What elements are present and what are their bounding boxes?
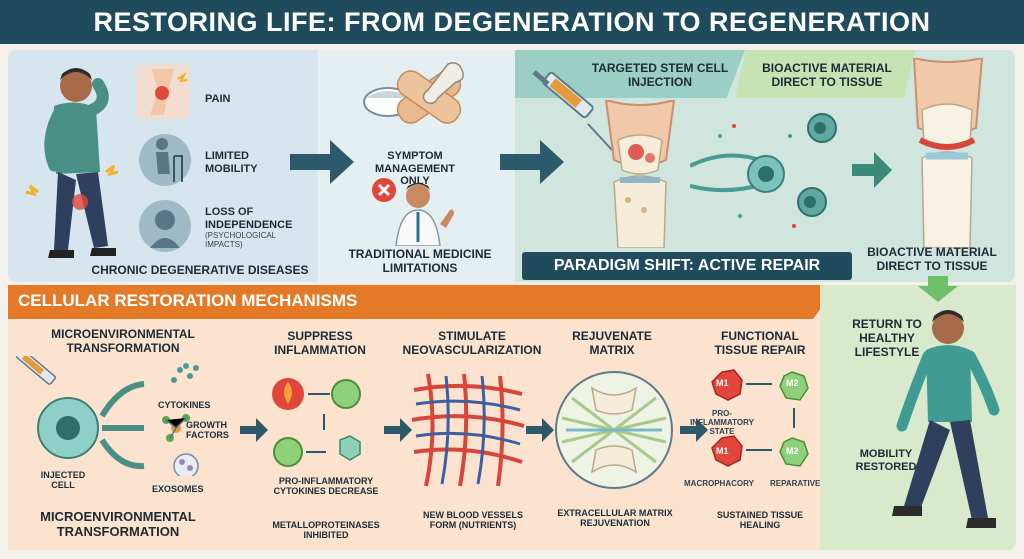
targeted-injection-label: TARGETED STEM CELL INJECTION — [591, 61, 729, 89]
psychological-label: (PSYCHOLOGICAL IMPACTS) — [205, 231, 276, 249]
rejuvenate-header: REJUVENATE MATRIX — [572, 329, 652, 357]
stem-cells-illustration — [690, 113, 837, 228]
pain-label: PAIN — [205, 93, 231, 105]
exosomes-label: EXOSOMES — [152, 484, 204, 494]
syringe-icon — [532, 70, 613, 151]
mobility-label: MOBILITY RESTORED — [855, 448, 917, 473]
flow-arrow-icon — [384, 418, 412, 442]
loneliness-icon — [139, 200, 191, 252]
down-arrow-icon — [918, 276, 958, 302]
micro-footer: MICROENVIRONMENTAL TRANSFORMATION — [40, 509, 196, 539]
micro-header: MICROENVIRONMENTAL TRANSFORMATION — [51, 327, 195, 355]
paradigm-shift-banner: PARADIGM SHIFT: ACTIVE REPAIR — [522, 252, 852, 280]
cytokines-label: CYTOKINES — [158, 400, 211, 410]
title-bar: RESTORING LIFE: FROM DEGENERATION TO REG… — [0, 0, 1024, 44]
sustained-label: SUSTAINED TISSUE HEALING — [716, 510, 804, 531]
macrophacory-label: MACROPHACORY — [684, 479, 754, 488]
injected-cell-illustration — [16, 356, 199, 476]
healthy-knee-illustration — [912, 58, 984, 248]
macrophage-illustration — [711, 369, 809, 467]
growth-factors-label: GROWTH FACTORS — [186, 420, 229, 441]
reparative-label: REPARATIVE — [770, 479, 821, 488]
m1-top-label: M1 — [716, 378, 729, 388]
functional-header: FUNCTIONAL TISSUE REPAIR — [714, 329, 806, 357]
m1-bottom-label: M1 — [716, 446, 729, 456]
mechanisms-title: CELLULAR RESTORATION MECHANISMS — [18, 291, 358, 310]
m2-bottom-label: M2 — [786, 446, 799, 456]
flow-arrow-icon — [680, 418, 708, 442]
injected-cell-label: INJECTED CELL — [40, 470, 86, 491]
mechanisms-title-band — [8, 285, 838, 319]
suffering-person-illustration — [25, 68, 119, 258]
flow-arrow-icon — [526, 418, 554, 442]
chronic-disease-caption: CHRONIC DEGENERATIVE DISEASES — [91, 263, 309, 277]
flow-arrow-icon — [500, 140, 564, 184]
loss-independence-label: LOSS OF INDEPENDENCE — [205, 206, 293, 231]
damaged-knee-illustration — [604, 100, 676, 248]
traditional-medicine-caption: TRADITIONAL MEDICINE LIMITATIONS — [348, 247, 492, 275]
stimulate-header: STIMULATE NEOVASCULARIZATION — [402, 329, 542, 357]
blood-vessel-network-illustration — [411, 373, 525, 487]
limited-mobility-label: LIMITED MOBILITY — [205, 150, 258, 175]
new-vessels-label: NEW BLOOD VESSELS FORM (NUTRIENTS) — [422, 510, 523, 531]
bioactive-top-label: BIOACTIVE MATERIAL DIRECT TO TISSUE — [762, 61, 892, 89]
page-title: RESTORING LIFE: FROM DEGENERATION TO REG… — [93, 6, 931, 37]
flow-arrow-icon — [240, 418, 268, 442]
suppress-header: SUPPRESS INFLAMMATION — [274, 329, 366, 357]
ecm-label: EXTRACELLULAR MATRIX REJUVENATION — [557, 508, 673, 529]
walking-person-illustration — [892, 310, 1000, 528]
flow-arrow-icon — [290, 140, 354, 184]
matrix-illustration — [555, 371, 673, 489]
inflammation-suppression-illustration — [272, 378, 361, 467]
bioactive-band — [735, 50, 915, 98]
walker-icon — [139, 134, 191, 186]
m2-top-label: M2 — [786, 378, 799, 388]
doctor-icon — [372, 178, 454, 246]
pro-inflam-state-label: PRO-INFLAMMATORY STATE — [690, 409, 754, 436]
bioactive-bottom-label: BIOACTIVE MATERIAL DIRECT TO TISSUE — [867, 245, 997, 273]
pro-inflam-decrease-label: PRO-INFLAMMATORY CYTOKINES DECREASE — [273, 476, 379, 497]
flow-arrow-icon — [852, 152, 892, 188]
return-label: RETURN TO HEALTHY LIFESTYLE — [852, 317, 922, 359]
symptom-management-label: SYMPTOM MANAGEMENT ONLY — [374, 150, 456, 188]
knee-pain-icon — [136, 65, 190, 119]
metallo-label: METALLOPROTEINASES INHIBITED — [272, 520, 380, 541]
pills-bandage-icon — [363, 62, 464, 124]
